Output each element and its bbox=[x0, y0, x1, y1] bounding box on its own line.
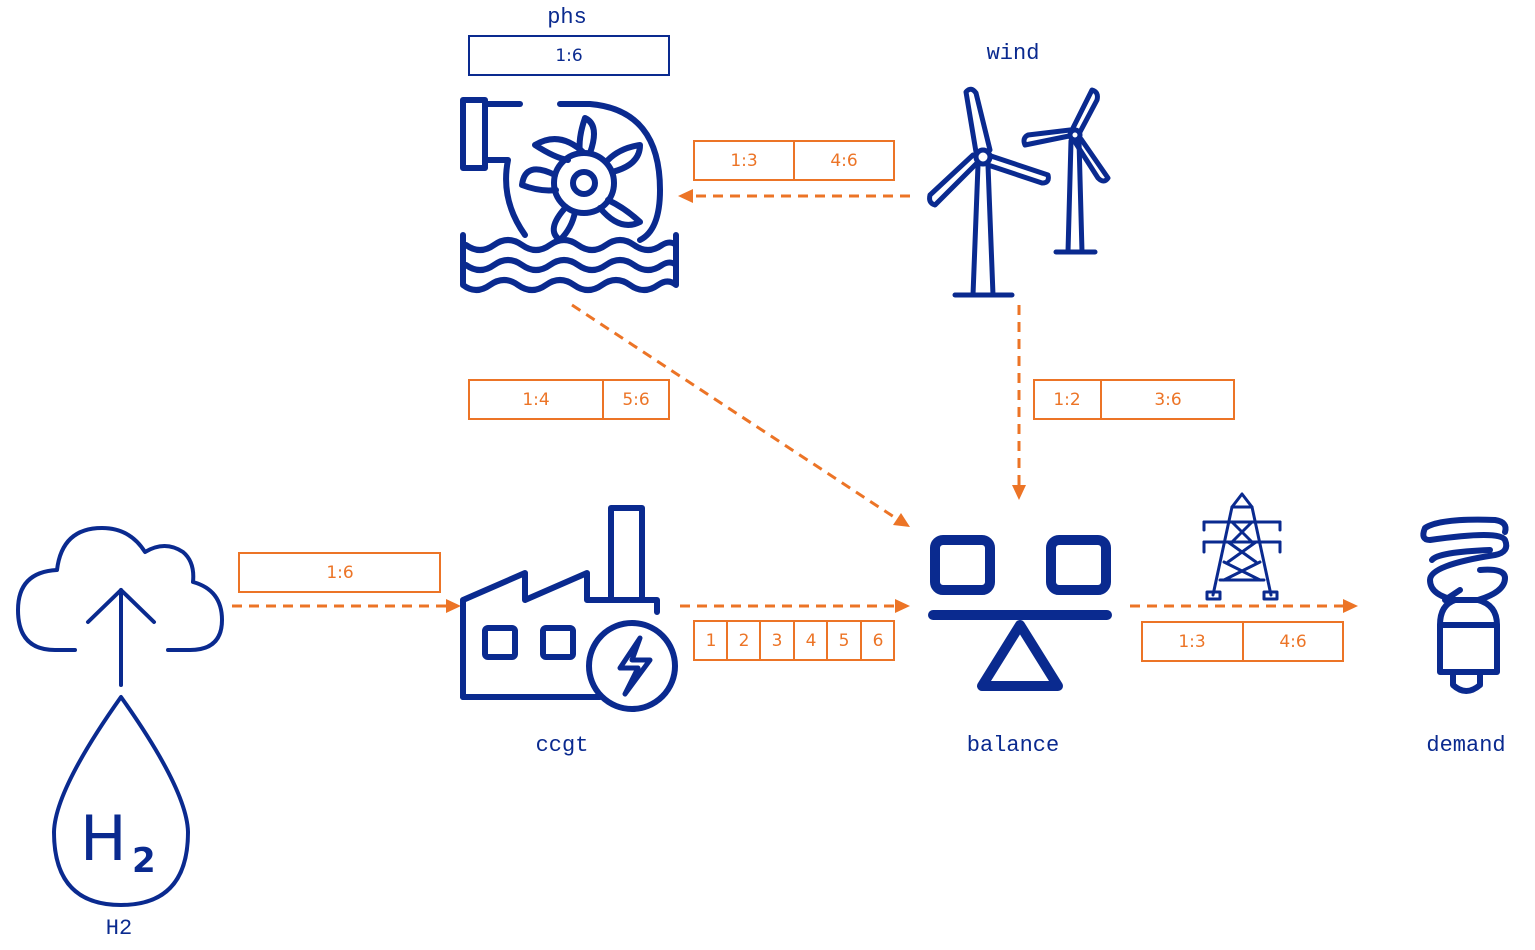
timeslice-cell: 5:6 bbox=[622, 390, 649, 410]
timeslice-cell: 4:6 bbox=[830, 151, 857, 171]
demand-label: demand bbox=[1426, 733, 1505, 758]
timeslice-cell: 1:6 bbox=[326, 563, 353, 583]
power-plant-icon bbox=[460, 505, 678, 712]
flow-balance-to-demand-arrowhead bbox=[1343, 599, 1358, 613]
ccgt-label: ccgt bbox=[536, 733, 589, 758]
phs-label: phs bbox=[547, 5, 587, 30]
light-bulb-icon bbox=[1420, 516, 1510, 694]
wind-to-phs-timeslice-box: 1:3 4:6 bbox=[693, 140, 895, 181]
phs-timeslice-box: 1:6 bbox=[468, 35, 670, 76]
flow-wind-to-balance-arrowhead bbox=[1012, 485, 1026, 500]
balance-to-demand-timeslice-box: 1:3 4:6 bbox=[1141, 621, 1344, 662]
phs-to-balance-timeslice-box: 1:4 5:6 bbox=[468, 379, 670, 420]
flow-phs-to-balance-arrowhead bbox=[893, 513, 910, 527]
h2-icon-subscript: 2 bbox=[132, 841, 156, 881]
timeslice-cell: 1:2 bbox=[1053, 390, 1080, 410]
transmission-tower-icon bbox=[1202, 492, 1282, 601]
ccgt-to-balance-timeslice-box: 1 2 3 4 5 6 bbox=[693, 620, 895, 661]
flow-arrows bbox=[232, 189, 1358, 613]
water-turbine-icon bbox=[460, 97, 679, 293]
h2-to-ccgt-timeslice-box: 1:6 bbox=[238, 552, 441, 593]
timeslice-cell: 3:6 bbox=[1154, 390, 1181, 410]
flow-ccgt-to-balance-arrowhead bbox=[895, 599, 910, 613]
wind-turbines-icon bbox=[927, 86, 1111, 298]
timeslice-cell: 2 bbox=[739, 631, 750, 651]
balance-scale-icon bbox=[928, 535, 1112, 691]
wind-label: wind bbox=[987, 41, 1040, 66]
flow-h2-to-ccgt-arrowhead bbox=[446, 599, 461, 613]
phs-timeslice-cell: 1:6 bbox=[555, 46, 582, 66]
timeslice-cell: 3 bbox=[772, 631, 783, 651]
flow-phs-to-balance-line bbox=[571, 303, 898, 521]
h2-icon-symbol: H bbox=[80, 802, 127, 875]
timeslice-cell: 1:4 bbox=[522, 390, 549, 410]
flow-wind-to-phs-arrowhead bbox=[678, 189, 693, 203]
timeslice-cell: 5 bbox=[839, 631, 850, 651]
hydrogen-cloud-icon: H 2 bbox=[16, 526, 224, 907]
timeslice-cell: 4:6 bbox=[1279, 632, 1306, 652]
timeslice-cell: 4 bbox=[806, 631, 817, 651]
wind-to-balance-timeslice-box: 1:2 3:6 bbox=[1033, 379, 1235, 420]
timeslice-cell: 1:3 bbox=[730, 151, 757, 171]
balance-label: balance bbox=[967, 733, 1059, 758]
timeslice-cell: 1 bbox=[706, 631, 717, 651]
timeslice-cell: 6 bbox=[873, 631, 884, 651]
timeslice-cell: 1:3 bbox=[1178, 632, 1205, 652]
h2-label: H2 bbox=[106, 916, 132, 941]
